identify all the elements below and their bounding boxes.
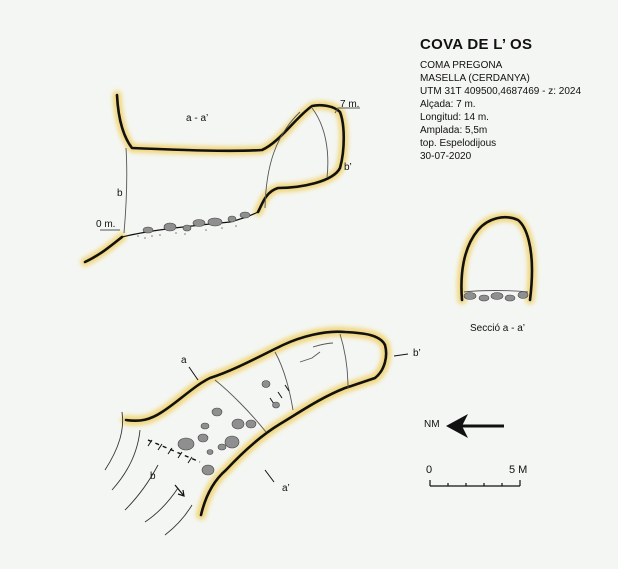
north-arrow-icon bbox=[446, 414, 504, 438]
plan-view bbox=[104, 326, 521, 536]
info-utm: UTM 31T 409500,4687469 - z: 2024 bbox=[420, 86, 582, 97]
profile-label-b: b bbox=[117, 188, 123, 199]
info-length: Longitud: 14 m. bbox=[420, 112, 489, 123]
survey-info-block: COVA DE L’ OS COMA PREGONA MASELLA (CERD… bbox=[420, 36, 581, 163]
cross-section-wall bbox=[460, 216, 534, 302]
plan-drop-hachures bbox=[147, 384, 290, 464]
info-date: 30-07-2020 bbox=[420, 151, 472, 162]
plan-label-b: b bbox=[150, 471, 156, 482]
info-width: Amplada: 5,5m bbox=[420, 125, 488, 136]
plan-section-ticks bbox=[188, 353, 409, 483]
info-region: MASELLA (CERDANYA) bbox=[420, 73, 530, 84]
plan-slope-contours bbox=[104, 411, 193, 536]
info-surveyor: top. Espelodijous bbox=[420, 138, 497, 149]
plan-cross-lines bbox=[214, 333, 349, 433]
info-location: COMA PREGONA bbox=[420, 60, 503, 71]
cross-section-view bbox=[456, 212, 537, 305]
info-height: Alçada: 7 m. bbox=[420, 99, 476, 110]
plan-dashed-step bbox=[147, 439, 201, 463]
profile-rocks bbox=[142, 211, 251, 234]
plan-rocks bbox=[177, 380, 280, 476]
cross-section-rocks bbox=[463, 291, 529, 302]
plan-wall bbox=[124, 330, 388, 517]
scale-start-label: 0 bbox=[426, 464, 433, 476]
profile-depth-zero-label: 0 m. bbox=[96, 219, 116, 230]
cross-section-wall-highlight bbox=[456, 212, 537, 305]
plan-label-a: a bbox=[181, 355, 187, 366]
scale-bar bbox=[429, 480, 521, 487]
profile-thin-lines bbox=[100, 107, 360, 234]
profile-floor bbox=[121, 211, 259, 238]
north-label: NM bbox=[424, 419, 440, 430]
profile-view bbox=[80, 90, 360, 267]
plan-label-b-prime: b’ bbox=[413, 348, 421, 359]
cave-title: COVA DE L’ OS bbox=[420, 36, 533, 53]
plan-label-a-prime: a’ bbox=[282, 483, 290, 494]
profile-section-label: a - a’ bbox=[186, 113, 209, 124]
cross-section-caption: Secció a - a’ bbox=[470, 323, 526, 334]
cross-section-floor bbox=[463, 290, 529, 293]
profile-sediment-dots bbox=[137, 225, 237, 239]
profile-depth-top-label: 7 m. bbox=[340, 99, 360, 110]
profile-label-b-prime: b’ bbox=[344, 162, 352, 173]
profile-wall bbox=[83, 93, 346, 264]
scale-end-label: 5 M bbox=[509, 464, 528, 476]
plan-arrow-b bbox=[174, 484, 185, 497]
